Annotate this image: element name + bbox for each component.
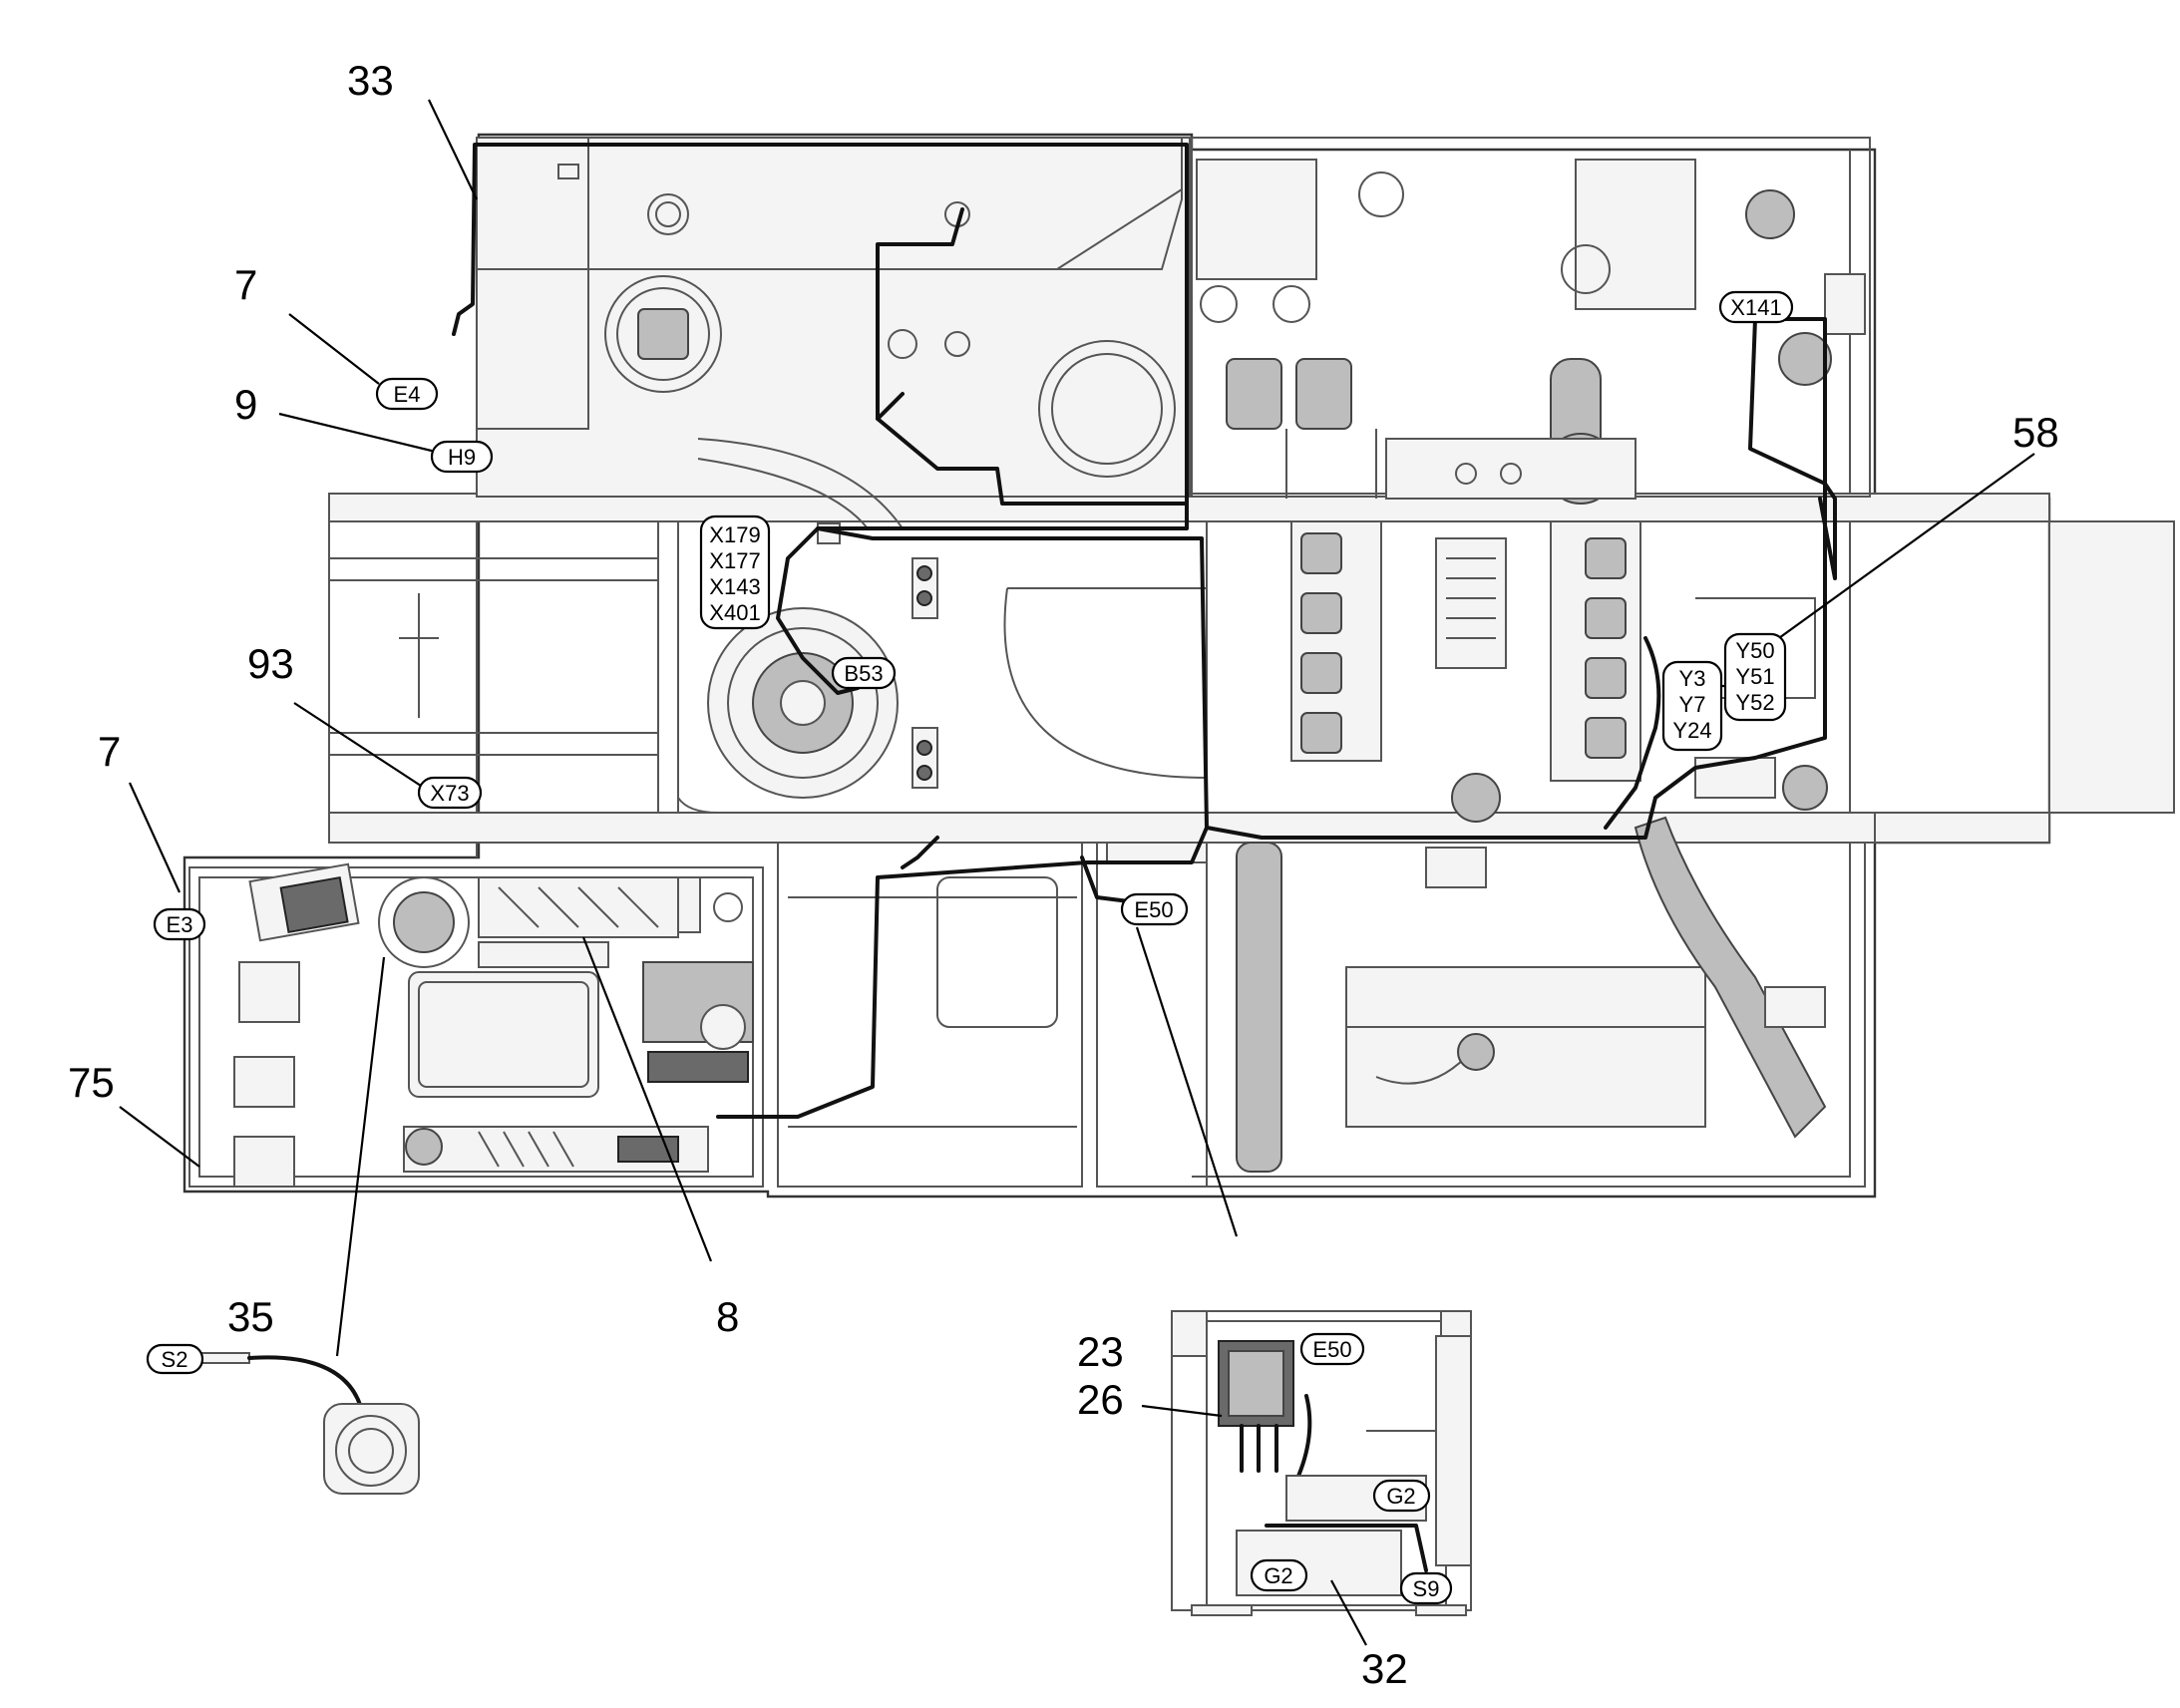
callout-numbers: 33 7 9 93 7 75 35 8 58 23 26 32 xyxy=(68,57,2059,1692)
tag-Y50: Y50 xyxy=(1735,638,1774,663)
connector-tags: E4 H9 X73 E3 S2 B53 E50 X141 xyxy=(146,290,1794,1605)
hydraulic-tank xyxy=(476,137,1404,498)
tag-E3: E3 xyxy=(153,907,206,941)
tag-Y24: Y24 xyxy=(1672,718,1711,743)
callout-75: 75 xyxy=(68,1059,115,1106)
svg-text:X141: X141 xyxy=(1730,295,1781,320)
tag-X141: X141 xyxy=(1718,290,1794,324)
svg-text:G2: G2 xyxy=(1264,1563,1292,1588)
lower-compartments xyxy=(777,816,1866,1188)
callout-7-top: 7 xyxy=(234,261,257,308)
callout-8: 8 xyxy=(716,1293,739,1340)
svg-text:E4: E4 xyxy=(394,382,421,407)
callout-33: 33 xyxy=(347,57,394,104)
svg-text:H9: H9 xyxy=(448,445,476,470)
svg-text:E50: E50 xyxy=(1134,897,1173,922)
tag-X143: X143 xyxy=(709,574,760,599)
tag-group-y-right: Y50 xyxy=(1723,632,1787,722)
svg-text:S9: S9 xyxy=(1413,1576,1440,1601)
svg-text:B53: B53 xyxy=(844,661,883,686)
callout-7-bottom: 7 xyxy=(98,728,121,775)
tag-Y3: Y3 xyxy=(1679,666,1706,691)
callout-58: 58 xyxy=(2012,409,2059,456)
callout-93: 93 xyxy=(247,640,294,687)
callout-26: 26 xyxy=(1077,1376,1124,1423)
tag-H9: H9 xyxy=(430,440,494,474)
tag-X73: X73 xyxy=(417,776,483,810)
tag-X177: X177 xyxy=(709,548,760,573)
tag-group-x: X179 xyxy=(699,514,771,630)
tag-B53: B53 xyxy=(831,656,897,690)
tag-X179: X179 xyxy=(709,522,760,547)
tag-S9: S9 xyxy=(1399,1571,1453,1605)
callout-23: 23 xyxy=(1077,1328,1124,1375)
tag-Y51: Y51 xyxy=(1735,664,1774,689)
callout-35: 35 xyxy=(227,1293,274,1340)
tag-E50-detail: E50 xyxy=(1299,1332,1365,1366)
tag-group-y-left: Y3 xyxy=(1661,660,1723,752)
svg-text:S2: S2 xyxy=(162,1347,188,1372)
leader-lines xyxy=(119,99,2035,1646)
tag-G2-upper: G2 xyxy=(1372,1479,1431,1513)
svg-text:E3: E3 xyxy=(167,912,193,937)
callout-9: 9 xyxy=(234,381,257,428)
tag-S2: S2 xyxy=(146,1343,204,1375)
operator-cab xyxy=(188,862,764,1188)
pedal-switch-detail xyxy=(188,1352,420,1495)
tag-X401: X401 xyxy=(709,600,760,625)
callout-32: 32 xyxy=(1361,1645,1408,1692)
tag-Y7: Y7 xyxy=(1679,692,1706,717)
tag-E4: E4 xyxy=(375,377,439,411)
svg-text:E50: E50 xyxy=(1312,1337,1351,1362)
tag-E50-main: E50 xyxy=(1120,892,1189,926)
tag-Y52: Y52 xyxy=(1735,690,1774,715)
tag-G2-lower: G2 xyxy=(1250,1558,1308,1592)
pump-section xyxy=(677,438,1208,814)
engine-compartment xyxy=(1191,137,1871,505)
engine-block xyxy=(1206,520,1851,823)
svg-text:G2: G2 xyxy=(1386,1484,1415,1509)
svg-text:X73: X73 xyxy=(430,781,469,806)
